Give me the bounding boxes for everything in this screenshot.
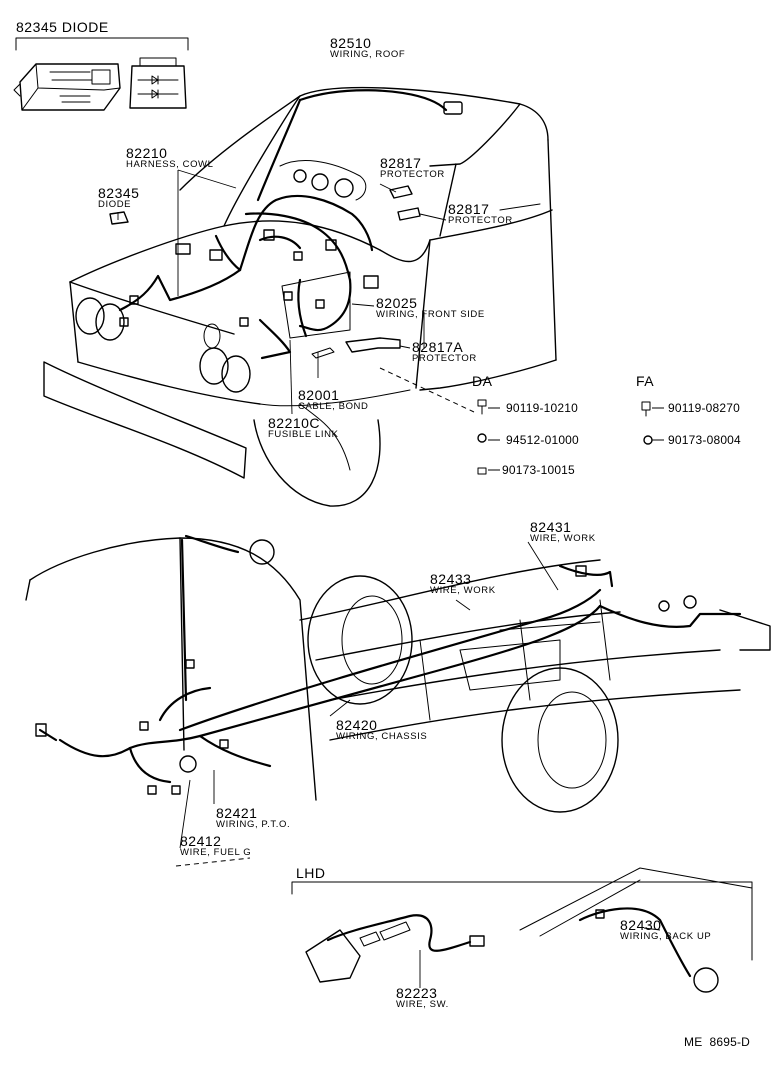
callout-diode: 82345 DIODE [98,186,139,210]
upper-leaders [117,169,475,415]
callout-number: 82817 [448,201,490,217]
callout-backup: 82430 WIRING, BACK UP [620,918,711,942]
callout-number: 82817A [412,339,464,355]
callout-number: 82210C [268,415,321,431]
diode-box-label: DIODE [61,19,109,35]
callout-cowl: 82210 HARNESS, COWL [126,146,214,170]
diode-box-number: 82345 [16,19,58,35]
callout-desc: WIRING, CHASSIS [336,731,428,742]
da-part-3: 90173-10015 [502,463,575,477]
chassis-view [25,537,771,813]
callout-work-1: 82431 WIRE, WORK [530,520,596,544]
callout-desc: DIODE [98,199,132,210]
callout-number: 82430 [620,917,662,933]
fa-part-2: 90173-08004 [668,433,741,447]
callout-number: 82412 [180,833,222,849]
callout-desc: WIRE, WORK [530,533,596,544]
da-part-2: 94512-01000 [506,433,579,447]
callout-number: 82817 [380,155,422,171]
callout-desc: WIRING, FRONT SIDE [376,309,485,320]
da-title: DA [472,373,493,389]
callout-desc: FUSIBLE LINK [268,429,339,440]
callout-desc: WIRING, BACK UP [620,931,712,942]
chassis-wiring [35,534,742,795]
callout-desc: PROTECTOR [412,353,477,364]
callout-desc: PROTECTOR [448,215,513,226]
callout-number: 82001 [298,387,340,403]
roof-wiring [256,89,463,202]
callout-number: 82510 [330,35,372,51]
callout-protector-1: 82817 PROTECTOR [380,156,445,180]
callout-protector-a: 82817A PROTECTOR [412,340,477,364]
callout-desc: HARNESS, COWL [126,159,214,170]
callout-work-2: 82433 WIRE, WORK [430,572,496,596]
protectors [311,185,421,359]
callout-desc: CABLE, BOND [298,401,369,412]
fa-title: FA [636,373,655,389]
callout-bond: 82001 CABLE, BOND [298,388,368,412]
callout-fuel: 82412 WIRE, FUEL G [180,834,251,858]
callout-number: 82421 [216,805,258,821]
fa-part-1: 90119-08270 [668,401,741,415]
callout-number: 82420 [336,717,378,733]
callout-desc: WIRE, FUEL G [180,847,252,858]
callout-front-side: 82025 WIRING, FRONT SIDE [376,296,485,320]
callout-number: 82223 [396,985,438,1001]
callout-desc: WIRING, ROOF [330,49,406,60]
callout-number: 82431 [530,519,572,535]
cab-front-view [43,86,557,507]
diode-box-title: 82345 DIODE [16,20,109,34]
callout-sw: 82223 WIRE, SW. [396,986,449,1010]
callout-fusible: 82210C FUSIBLE LINK [268,416,339,440]
callout-chassis: 82420 WIRING, CHASSIS [336,718,427,742]
callout-number: 82025 [376,295,418,311]
callout-number: 82433 [430,571,472,587]
diode-part [109,211,129,225]
lhd-detail [291,867,753,993]
callout-number: 82210 [126,145,168,161]
diode-detail [13,37,189,111]
callout-pto: 82421 WIRING, P.T.O. [216,806,290,830]
callout-number: 82345 [98,185,140,201]
callout-desc: WIRE, WORK [430,585,496,596]
callout-protector-2: 82817 PROTECTOR [448,202,513,226]
lower-leaders [175,541,559,867]
callout-roof: 82510 WIRING, ROOF [330,36,405,60]
da-part-1: 90119-10210 [506,401,579,415]
da-fa-hardware [477,399,664,475]
callout-desc: WIRE, SW. [396,999,449,1010]
callout-desc: PROTECTOR [380,169,445,180]
lhd-title: LHD [296,865,326,881]
callout-desc: WIRING, P.T.O. [216,819,291,830]
footer-code: ME 8695-D [684,1035,751,1049]
cowl-harness [118,160,379,360]
